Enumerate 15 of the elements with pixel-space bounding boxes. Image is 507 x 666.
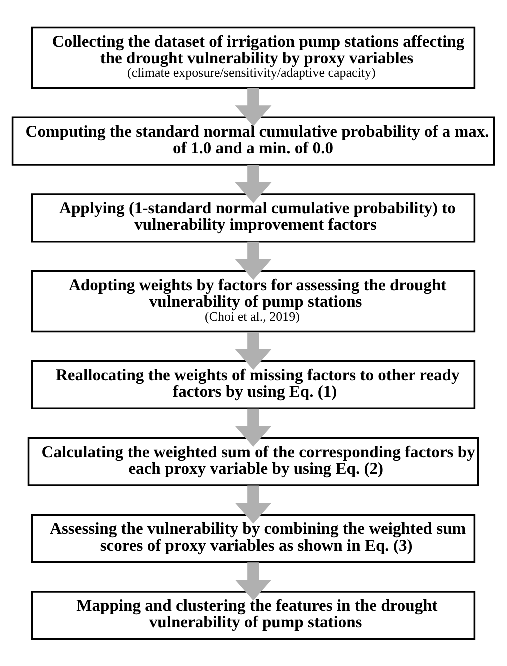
- node-box: Computing the standard normal cumulative probability of a max. of 1.0 and a min. of 0.0: [12, 116, 496, 166]
- arrow: [235, 332, 272, 370]
- node-box: Mapping and clustering the features in the drought vulnerability of pump stations: [31, 590, 476, 640]
- arrow: [235, 562, 272, 600]
- node-box: Collecting the dataset of irrigation pump stations affecting the drought vulnerability by proxy variables (climate exposure/sensitivity/adaptive capacity): [31, 26, 476, 88]
- arrow: [235, 485, 272, 524]
- node-box: Adopting weights by factors for assessing the drought vulnerability of pump stations (Choi et al., 2019): [31, 270, 476, 332]
- node-box: Assessing the vulnerability by combining the weighted sum scores of proxy variables as shown in Eq. (3): [31, 514, 476, 563]
- node-box: Calculating the weighted sum of the corresponding factors by each proxy variable by using Eq. (2): [28, 436, 480, 486]
- node-box: Applying (1-standard normal cumulative probability) to vulnerability improvement factors: [31, 193, 476, 242]
- arrow: [235, 408, 272, 447]
- arrow: [235, 88, 272, 126]
- arrow: [235, 164, 272, 203]
- arrow: [235, 241, 272, 280]
- node-box: Reallocating the weights of missing factors to other ready factors by using Eq. (1): [31, 360, 476, 409]
